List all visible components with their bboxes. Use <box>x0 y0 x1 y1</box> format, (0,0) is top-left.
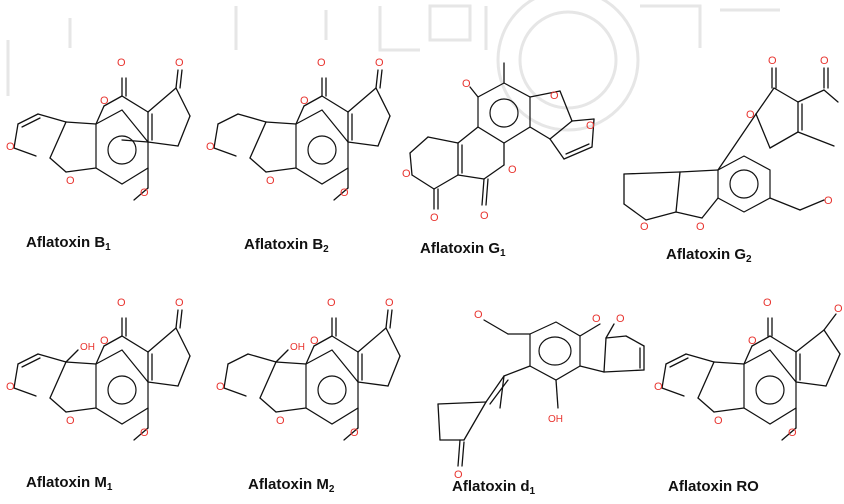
atom-label: O <box>508 164 517 176</box>
caption-text: Aflatoxin M <box>26 474 107 491</box>
atom-label: O <box>317 57 326 69</box>
atom-label: O <box>820 55 829 67</box>
hydroxyl-label: OH <box>290 342 305 353</box>
atom-label: O <box>375 57 384 69</box>
atom-label: O <box>340 187 349 199</box>
atom-label: O <box>140 427 149 439</box>
structure-aflatoxin-g1: O O O O O O O <box>402 62 595 224</box>
atom-label: O <box>430 212 439 224</box>
atom-label: O <box>454 469 463 481</box>
atom-label: O <box>480 210 489 222</box>
caption-aflatoxin-m2: Aflatoxin M2 <box>248 476 334 495</box>
atom-label: O <box>616 313 625 325</box>
structure-aflatoxin-ro: O O O O O O <box>654 297 843 441</box>
hydroxyl-label: OH <box>80 342 95 353</box>
atom-label: O <box>6 381 15 393</box>
hydroxyl-label: OH <box>548 414 563 425</box>
caption-subscript: 1 <box>529 486 536 497</box>
structure-aflatoxin-m1: OH O O O O O O <box>6 297 191 441</box>
atom-label: O <box>586 120 595 132</box>
atom-label: O <box>117 57 126 69</box>
atom-label: O <box>266 175 275 187</box>
atom-label: O <box>117 297 126 309</box>
atom-label: O <box>768 55 777 67</box>
caption-subscript: 2 <box>328 484 335 495</box>
atom-label: O <box>402 168 411 180</box>
atom-label: O <box>654 381 663 393</box>
atom-label: O <box>300 95 309 107</box>
caption-text: Aflatoxin G <box>666 246 747 263</box>
atom-label: O <box>714 415 723 427</box>
atom-label: O <box>310 335 319 347</box>
structure-aflatoxin-m2: OH O O O O O O <box>216 297 401 441</box>
atom-label: O <box>175 57 184 69</box>
caption-aflatoxin-g2: Aflatoxin G2 <box>666 246 752 265</box>
atom-label: O <box>474 309 483 321</box>
atom-label: O <box>592 313 601 325</box>
atom-label: O <box>696 221 705 233</box>
structure-aflatoxin-d1: O O O OH O <box>437 309 645 481</box>
caption-text: Aflatoxin M <box>248 476 329 493</box>
atom-label: O <box>66 175 75 187</box>
caption-aflatoxin-m1: Aflatoxin M1 <box>26 474 112 493</box>
caption-aflatoxin-d1: Aflatoxin d1 <box>452 478 535 497</box>
caption-text: Aflatoxin B <box>244 236 324 253</box>
atom-label: O <box>216 381 225 393</box>
caption-subscript: 2 <box>746 254 752 265</box>
atom-label: O <box>746 109 755 121</box>
atom-label: O <box>748 335 757 347</box>
atom-label: O <box>550 90 559 102</box>
structure-aflatoxin-g2: O O O O O O <box>623 55 839 233</box>
caption-subscript: 2 <box>323 244 329 255</box>
structure-aflatoxin-b2: O O O O O O <box>206 57 391 201</box>
atom-label: O <box>385 297 394 309</box>
caption-aflatoxin-g1: Aflatoxin G1 <box>420 240 506 259</box>
caption-subscript: 1 <box>105 242 111 253</box>
atom-label: O <box>276 415 285 427</box>
atom-label: O <box>175 297 184 309</box>
structure-aflatoxin-b1: O O O O O O <box>6 57 191 201</box>
caption-aflatoxin-b2: Aflatoxin B2 <box>244 236 329 255</box>
atom-label: O <box>462 78 471 90</box>
atom-label: O <box>6 141 15 153</box>
atom-label: O <box>640 221 649 233</box>
atom-label: O <box>788 427 797 439</box>
atom-label: O <box>206 141 215 153</box>
atom-label: O <box>66 415 75 427</box>
atom-label: O <box>140 187 149 199</box>
caption-aflatoxin-ro: Aflatoxin RO <box>668 478 759 497</box>
atom-label: O <box>350 427 359 439</box>
atom-label: O <box>100 95 109 107</box>
caption-text: Aflatoxin B <box>26 234 106 251</box>
atom-label: O <box>824 195 833 207</box>
caption-text: Aflatoxin RO <box>668 478 759 495</box>
atom-label: O <box>327 297 336 309</box>
caption-subscript: 1 <box>500 248 506 259</box>
caption-text: Aflatoxin G <box>420 240 501 257</box>
atom-label: O <box>763 297 772 309</box>
caption-subscript: 1 <box>106 482 113 493</box>
caption-aflatoxin-b1: Aflatoxin B1 <box>26 234 111 253</box>
atom-label: O <box>834 303 843 315</box>
caption-text: Aflatoxin d <box>452 478 530 495</box>
atom-label: O <box>100 335 109 347</box>
